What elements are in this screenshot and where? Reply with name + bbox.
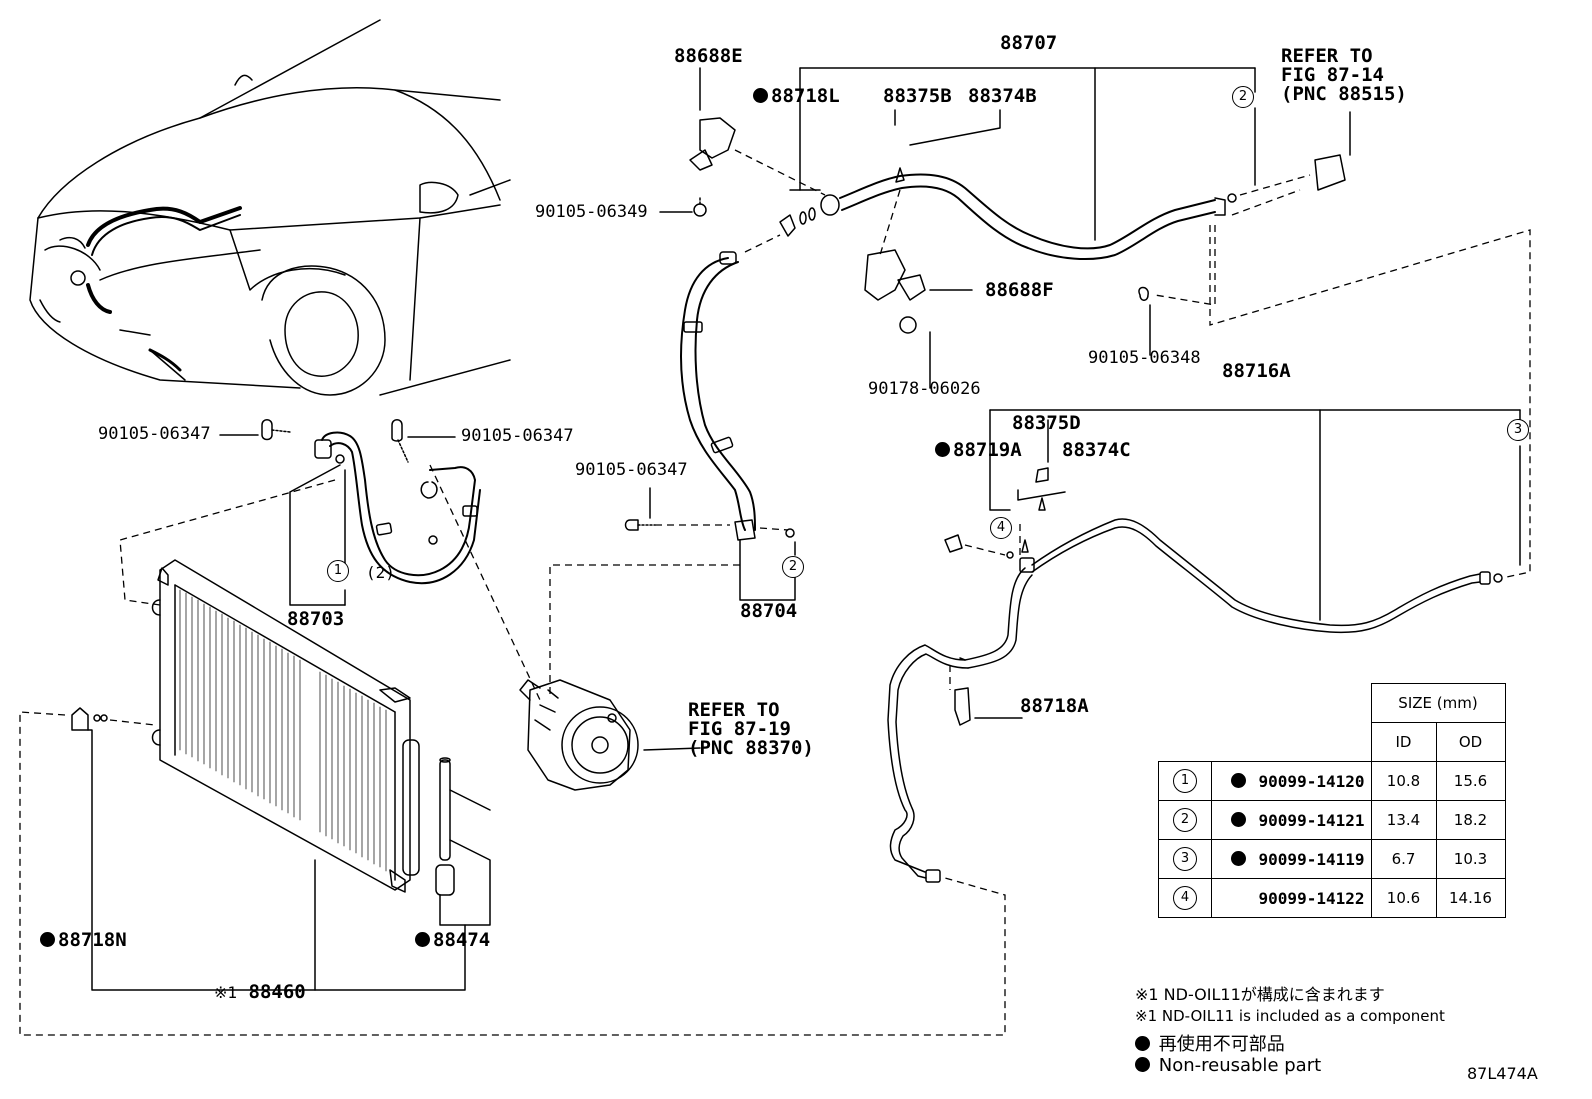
o-ring-size-table: SIZE (mm) ID OD 1 90099-14120 10.8 15.6 …: [1158, 683, 1506, 918]
callout-3: 3: [1507, 419, 1529, 441]
size-table-header: SIZE (mm): [1370, 683, 1506, 723]
bolt-label-90105-06347-center: 90105-06347: [575, 460, 688, 480]
o-ring-size-ref: (2): [366, 563, 395, 582]
pipe-88716A: [887, 518, 1503, 883]
part-label-88718N: 88718N: [40, 931, 127, 950]
size-table-col-id: ID: [1370, 722, 1437, 762]
non-reusable-dot-icon: [753, 88, 768, 103]
bolt-label-90105-06347-left: 90105-06347: [98, 424, 211, 444]
part-label-88688E: 88688E: [674, 45, 743, 67]
vehicle-illustration: [29, 19, 511, 396]
part-label-88704: 88704: [740, 600, 798, 622]
part-label-88719A: 88719A: [935, 441, 1022, 460]
part-label-88374B: 88374B: [968, 85, 1037, 107]
part-label-88688F: 88688F: [985, 279, 1054, 301]
note-nonreuse-en: Non-reusable part: [1135, 1055, 1321, 1076]
non-reusable-dot-icon: [1230, 850, 1246, 866]
table-row: 2 90099-14121 13.4 18.2: [1158, 800, 1506, 840]
bolt-label-90105-06347-right: 90105-06347: [461, 426, 574, 446]
hose-88704: [680, 251, 795, 541]
callout-4: 4: [990, 517, 1012, 539]
table-row: 3 90099-14119 6.7 10.3: [1158, 839, 1506, 879]
callout-1: 1: [327, 560, 349, 582]
non-reusable-dot-icon: [1135, 1036, 1150, 1051]
non-reusable-dot-icon: [1230, 772, 1246, 788]
part-label-88375D: 88375D: [1012, 412, 1081, 434]
part-label-88460: ※1 88460: [214, 981, 306, 1003]
hose-88703: [314, 431, 481, 585]
clip-label-90178-06026: 90178-06026: [868, 379, 981, 399]
callout-2-88707: 2: [1232, 86, 1254, 108]
part-label-88474: 88474: [415, 931, 490, 950]
part-label-88716A: 88716A: [1222, 360, 1291, 382]
non-reusable-dot-icon: [1230, 811, 1246, 827]
hose-88707: [820, 167, 1237, 261]
table-row: 4 90099-14122 10.6 14.16: [1158, 878, 1506, 918]
part-label-88375B: 88375B: [883, 85, 952, 107]
figure-id: 87L474A: [1467, 1064, 1538, 1083]
part-label-88707: 88707: [1000, 32, 1058, 54]
note-nonreuse-jp: 再使用不可部品: [1135, 1030, 1285, 1056]
note-oil-en: ※1 ND-OIL11 is included as a component: [1135, 1007, 1445, 1025]
note-oil-jp: ※1 ND-OIL11が構成に含まれます: [1135, 985, 1385, 1004]
table-row: 1 90099-14120 10.8 15.6: [1158, 761, 1506, 801]
part-label-88703: 88703: [287, 608, 345, 630]
bolt-label-90105-06349: 90105-06349: [535, 202, 648, 222]
part-label-88374C: 88374C: [1062, 439, 1131, 461]
size-table-col-od: OD: [1435, 722, 1506, 762]
compressor-illustration: [519, 679, 639, 791]
condenser-illustration: [151, 559, 455, 896]
part-label-88718A: 88718A: [1020, 695, 1089, 717]
non-reusable-dot-icon: [415, 932, 430, 947]
non-reusable-dot-icon: [935, 442, 950, 457]
non-reusable-dot-icon: [1135, 1057, 1150, 1072]
callout-2-88704: 2: [782, 556, 804, 578]
non-reusable-dot-icon: [40, 932, 55, 947]
bolt-label-90105-06348: 90105-06348: [1088, 348, 1201, 368]
part-label-88718L: 88718L: [753, 87, 840, 106]
